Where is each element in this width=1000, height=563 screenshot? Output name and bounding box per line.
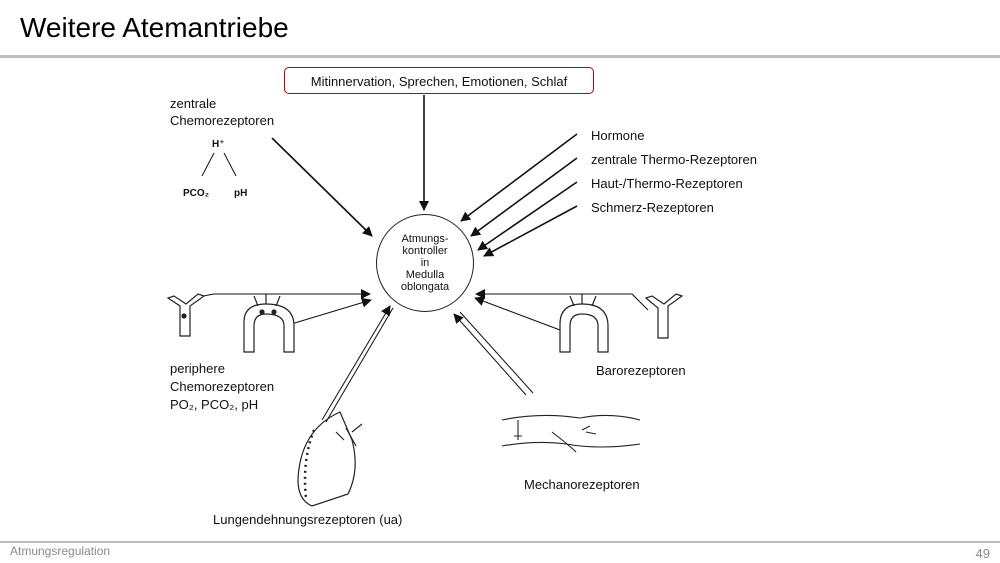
- label-hormone: Hormone: [591, 128, 645, 143]
- chem-pco2: PCO₂: [183, 188, 210, 199]
- arrow-baro-lower: [474, 296, 561, 331]
- lung-icon: [297, 411, 363, 507]
- arrow-peripheral-lower: [287, 297, 372, 326]
- arrow-central-chemo: [271, 137, 373, 237]
- chemo-tree: [201, 152, 237, 177]
- mechano-label: Mechanorezeptoren: [524, 477, 640, 492]
- baro-arch-icon: [559, 294, 609, 353]
- peripheral-chemo-label: periphere Chemorezeptoren PO₂, PCO₂, pH: [170, 361, 275, 412]
- footer-text: Atmungsregulation: [10, 544, 111, 558]
- central-chemo-label: zentrale Chemorezeptoren: [170, 96, 275, 128]
- center-line-3: in: [420, 257, 430, 269]
- top-input-box: Mitinnervation, Sprechen, Emotionen, Sch…: [284, 67, 594, 94]
- center-line-1: Atmungs-: [401, 233, 449, 245]
- lung-label: Lungendehnungsrezeptoren (ua): [213, 512, 403, 527]
- center-line-4: Medulla: [405, 269, 445, 281]
- footer-divider: [0, 541, 1000, 543]
- arrow-skin-thermo: [477, 181, 578, 251]
- arrow-hormone: [460, 133, 578, 222]
- aortic-arch-icon: [243, 294, 295, 353]
- label-central-thermo: zentrale Thermo-Rezeptoren: [591, 152, 757, 167]
- chem-ph: pH: [234, 188, 248, 199]
- page-number: 49: [975, 546, 990, 561]
- arrow-peripheral-upper: [197, 289, 371, 299]
- arrow-central-thermo: [470, 157, 578, 237]
- baro-label: Barorezeptoren: [596, 363, 686, 378]
- arrow-baro: [475, 289, 649, 311]
- arrow-lung-b: [325, 307, 394, 423]
- chem-h-plus: H⁺: [212, 139, 225, 150]
- arrow-mechano-b: [459, 311, 534, 394]
- limb-icon: [501, 414, 641, 453]
- label-skin-thermo: Haut-/Thermo-Rezeptoren: [591, 176, 743, 191]
- arrow-lung-a: [321, 305, 391, 421]
- center-line-2: kontroller: [402, 245, 448, 257]
- slide-title: Weitere Atemantriebe: [20, 12, 289, 43]
- label-pain: Schmerz-Rezeptoren: [591, 200, 714, 215]
- arrow-pain: [483, 205, 578, 257]
- title-divider: [0, 55, 1000, 58]
- breathing-controller-node: Atmungs- kontroller in Medulla oblongata: [376, 214, 474, 312]
- carotid-body-icon: [166, 293, 206, 337]
- arrow-mechano-a: [453, 313, 527, 396]
- center-line-5: oblongata: [400, 281, 450, 293]
- baro-carotid-icon: [644, 293, 684, 339]
